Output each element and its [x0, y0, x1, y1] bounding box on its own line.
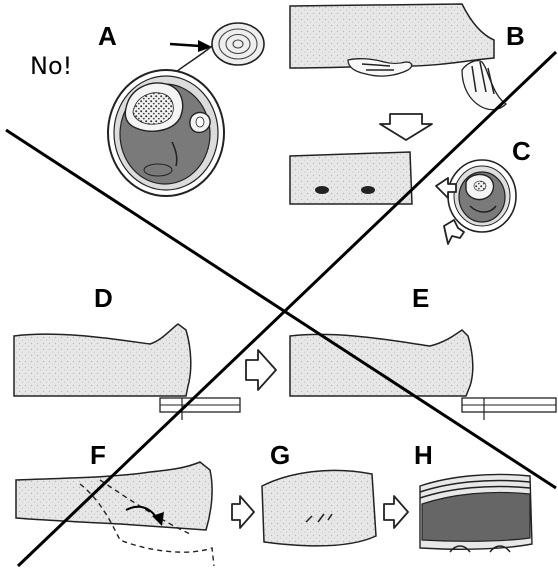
- panel-label-h: H: [414, 440, 433, 470]
- leg-side-view-d: [14, 324, 191, 396]
- support-shelf-e: [462, 398, 556, 420]
- panel-b: B: [290, 4, 525, 110]
- limb-cross-section-c: [448, 160, 516, 232]
- bandaged-cross-section: [420, 474, 532, 552]
- arrow-right-hollow-icon-3: [384, 496, 408, 528]
- limb-top-view-b: [290, 4, 494, 68]
- panel-label-g: G: [270, 440, 290, 470]
- panel-d: D: [14, 283, 240, 420]
- panel-e: E: [290, 283, 556, 420]
- panel-label-f: F: [90, 440, 106, 470]
- arrow-down-icon: [380, 114, 432, 140]
- panel-f: F: [16, 440, 214, 566]
- skin-fold-view: [262, 470, 376, 546]
- arrow-right-hollow-icon-2: [232, 496, 254, 528]
- skin-swelling-view: [290, 152, 412, 204]
- panel-label-b: B: [506, 21, 525, 51]
- panel-label-e: E: [412, 283, 429, 313]
- leg-side-view-e: [290, 330, 473, 396]
- panel-label-d: D: [94, 283, 113, 313]
- panel-label-a: A: [98, 21, 117, 51]
- no-warning-text: No!: [30, 52, 72, 80]
- limb-cross-section-a: [108, 70, 224, 196]
- arrow-right-hollow-icon: [246, 350, 276, 390]
- panel-g: G: [262, 440, 376, 546]
- hand-right-icon: [462, 61, 506, 110]
- panel-h: H: [414, 440, 532, 552]
- support-shelf-d: [160, 398, 240, 420]
- panel-label-c: C: [512, 136, 531, 166]
- bandage-roll-icon: [176, 23, 264, 72]
